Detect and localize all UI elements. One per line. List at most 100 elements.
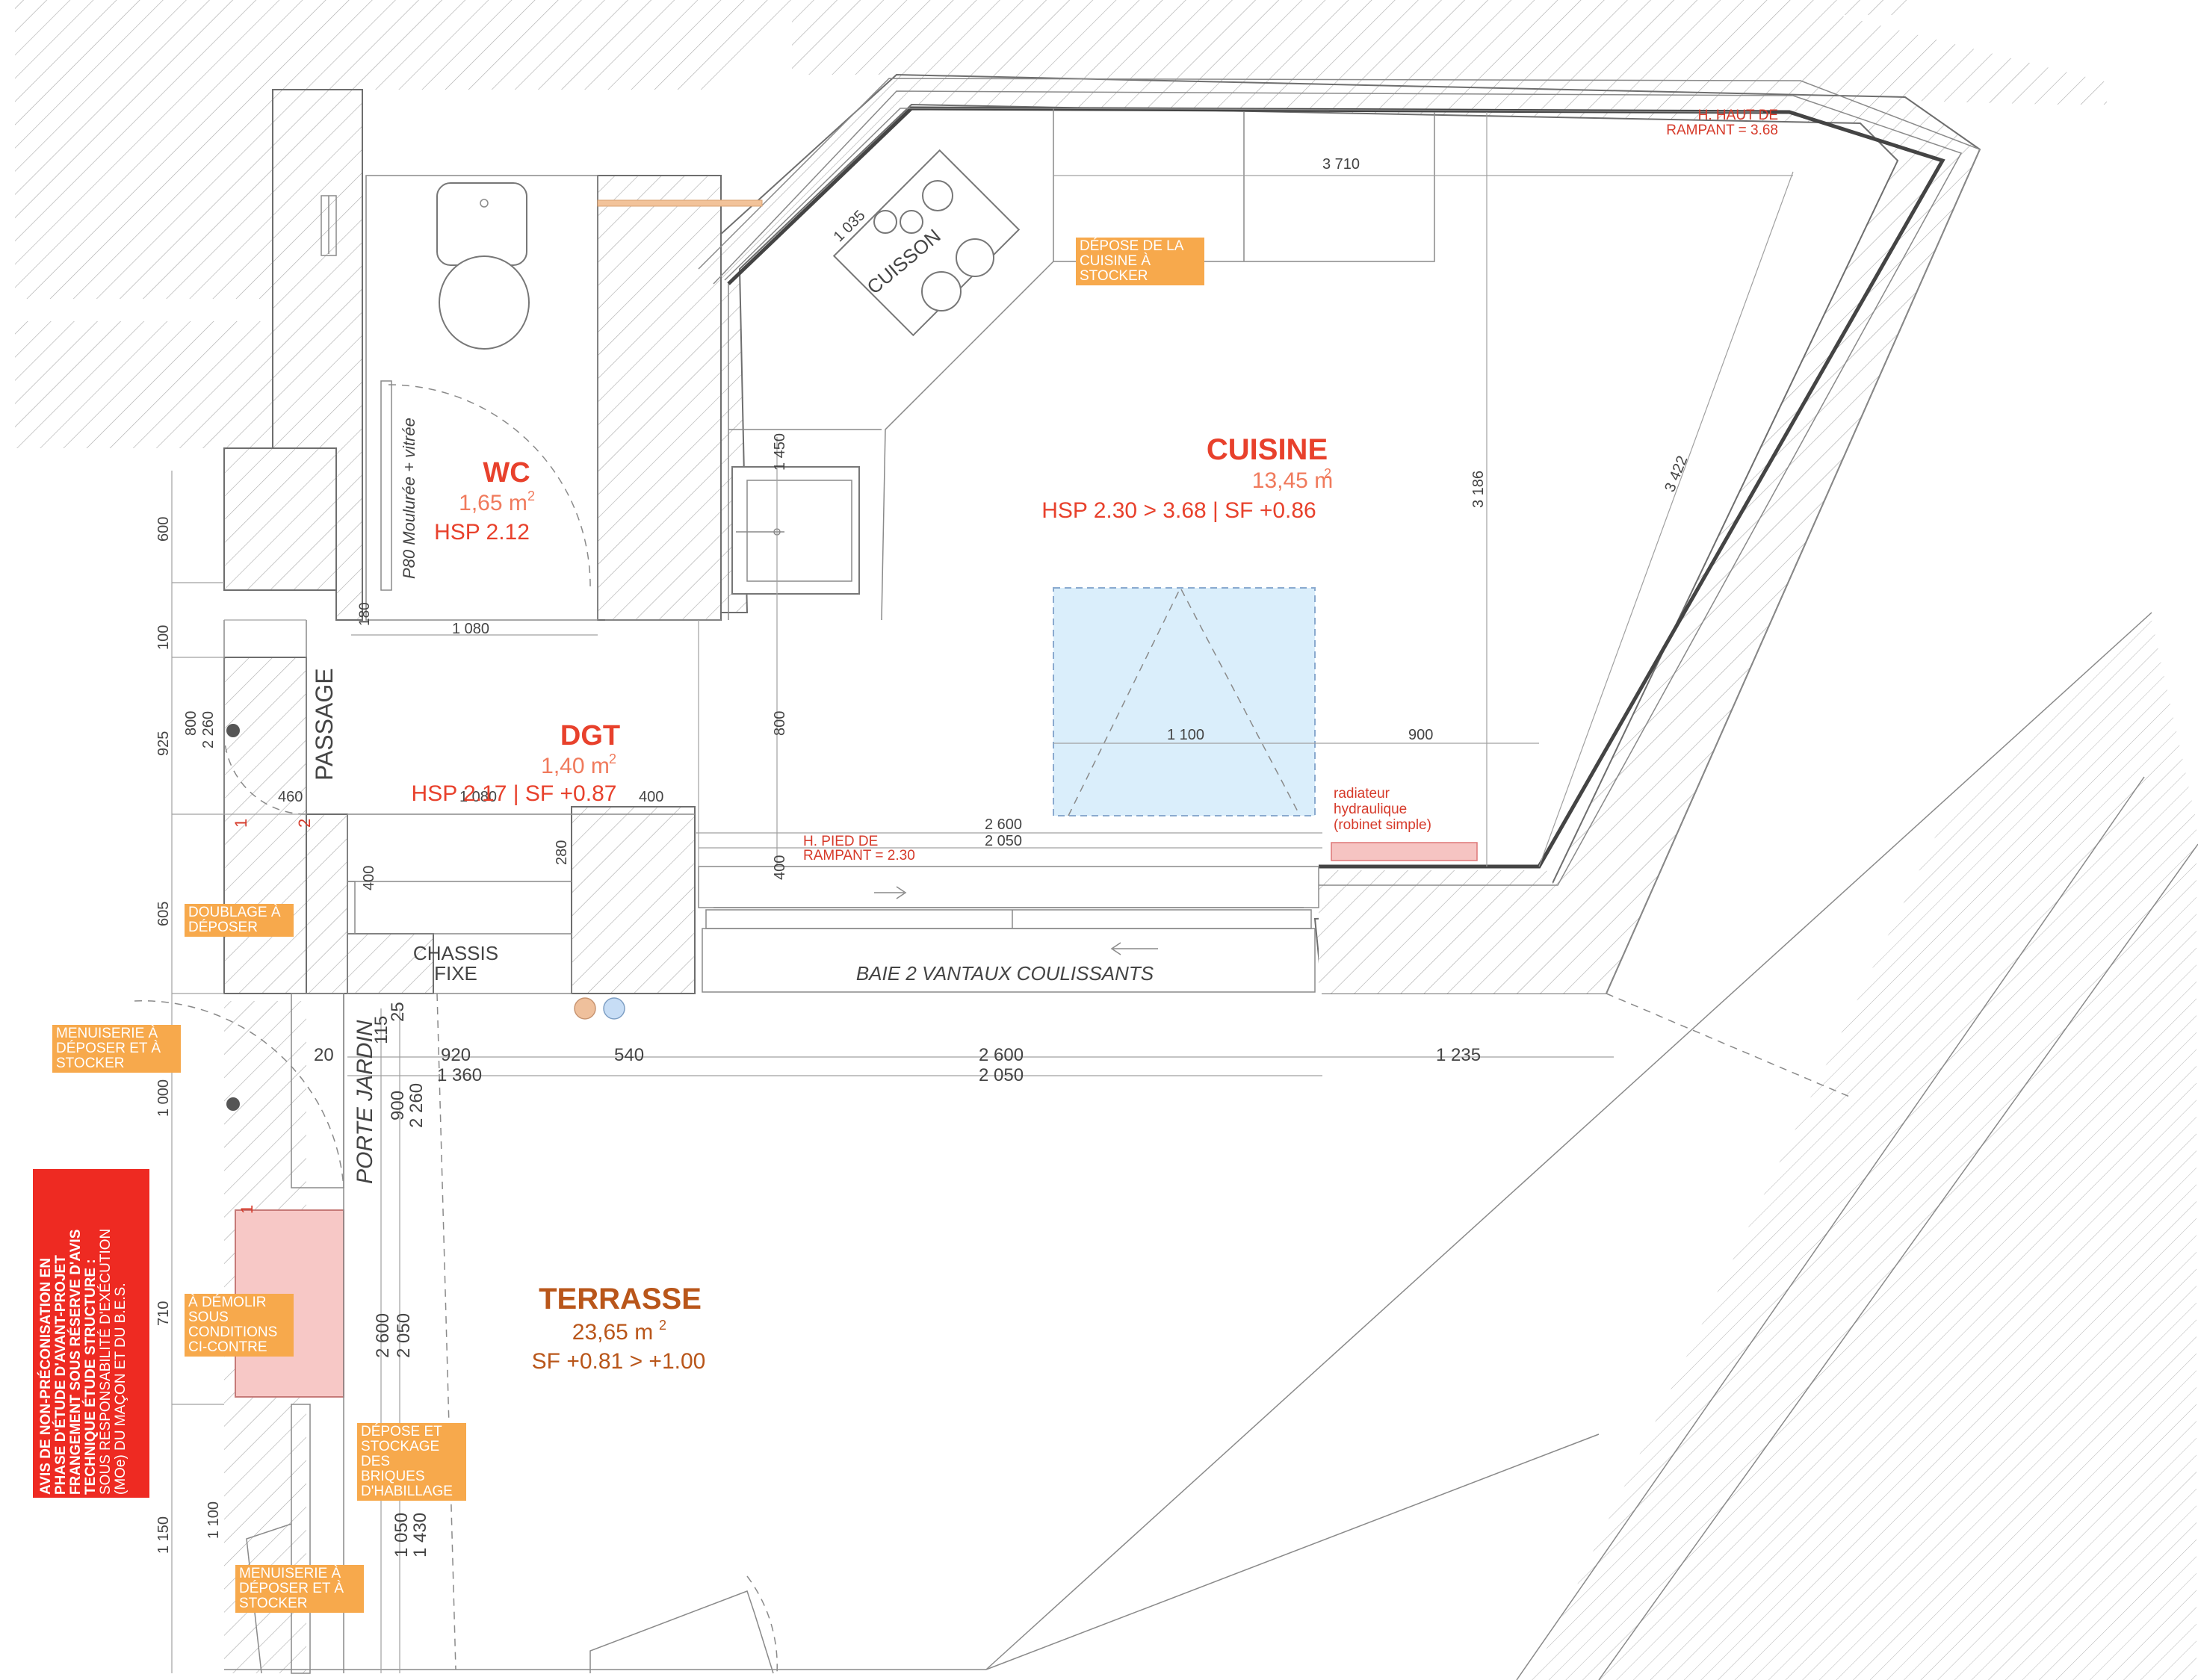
tag-demolir: À DÉMOLIR SOUS CONDITIONS CI-CONTRE — [185, 1294, 294, 1357]
label-passage: PASSAGE — [311, 668, 338, 781]
room-dgt-info: HSP 2.17 | SF +0.87 — [412, 781, 617, 806]
dimension-text: 3 710 1 035 1 450 3 186 3 422 1 080 180 … — [155, 156, 1691, 1557]
tag-depose-cuisine: DÉPOSE DE LA CUISINE À STOCKER — [1076, 238, 1204, 285]
dim-1080: 1 080 — [452, 621, 489, 637]
room-labels: WC 1,65 m 2 HSP 2.12 CUISINE 13,45 m 2 H… — [412, 433, 1334, 1374]
door-mark-2: 2 — [295, 819, 314, 828]
dim-1100b: 1 100 — [205, 1501, 222, 1539]
dim-2260b: 2 260 — [406, 1083, 427, 1128]
dim-900b: 900 — [388, 1091, 408, 1120]
tag-line: BRIQUES — [361, 1469, 425, 1484]
tag-line: DES — [361, 1454, 391, 1469]
room-cuisine-name: CUISINE — [1207, 433, 1328, 466]
note-radiateur-1: radiateur — [1334, 786, 1390, 802]
dim-2050a: 2 050 — [985, 833, 1022, 849]
dim-1430: 1 430 — [410, 1513, 430, 1557]
dim-3422: 3 422 — [1662, 453, 1691, 495]
tag-line: STOCKAGE — [361, 1439, 440, 1454]
wc-fixtures — [321, 175, 763, 621]
dim-1000: 1 000 — [155, 1079, 172, 1117]
tag-line: STOCKER — [56, 1056, 125, 1071]
tag-menuiserie-2: MENUISERIE À DÉPOSER ET À STOCKER — [235, 1565, 364, 1613]
room-wc-hsp: HSP 2.12 — [434, 520, 530, 545]
note-rampant-haut-1: H. HAUT DE — [1698, 108, 1778, 123]
kitchen-walls — [605, 78, 1981, 994]
dim-2260: 2 260 — [200, 711, 217, 748]
dim-400c: 400 — [361, 866, 377, 890]
dim-2050b: 2 050 — [979, 1065, 1024, 1085]
warning-line-1: AVIS DE NON-PRÉCONISATION EN — [38, 1257, 54, 1495]
tag-line: DÉPOSE ET — [361, 1424, 442, 1439]
dimension-lines — [171, 112, 1794, 1673]
dim-2600a: 2 600 — [985, 816, 1022, 833]
tag-depose-briques: DÉPOSE ET STOCKAGE DES BRIQUES D'HABILLA… — [357, 1423, 466, 1501]
structure-warning-text: AVIS DE NON-PRÉCONISATION EN PHASE D'ÉTU… — [38, 1181, 129, 1495]
dim-1235: 1 235 — [1436, 1045, 1481, 1065]
tag-line: SOUS — [188, 1309, 229, 1325]
room-dgt-area-exp: 2 — [609, 751, 616, 766]
dim-920: 920 — [441, 1045, 471, 1065]
dim-3710: 3 710 — [1322, 156, 1360, 173]
tag-line: DÉPOSER — [188, 920, 258, 935]
warning-line-3: FRANGEMENT SOUS RÉSERVE D'AVIS — [68, 1229, 84, 1495]
warning-line-2: PHASE D'ÉTUDE D'AVANT-PROJET — [53, 1255, 69, 1495]
room-wc-area-exp: 2 — [527, 489, 535, 503]
tag-line: DÉPOSER ET À — [56, 1041, 161, 1056]
door-mark-1b: 1 — [238, 1205, 256, 1214]
dim-710: 710 — [155, 1301, 172, 1326]
dim-280: 280 — [554, 840, 570, 865]
dgt-lines — [223, 619, 699, 934]
room-cuisine-info: HSP 2.30 > 3.68 | SF +0.86 — [1041, 498, 1316, 523]
warning-line-5: SOUS RESPONSABILITÉ D'EXÉCUTION — [98, 1228, 114, 1495]
dim-115: 115 — [371, 1016, 391, 1044]
dim-1080b: 1 080 — [459, 789, 497, 805]
windows — [347, 866, 1319, 1020]
dim-540: 540 — [614, 1045, 644, 1065]
note-rampant-haut-2: RAMPANT = 3.68 — [1666, 123, 1778, 138]
dim-800b: 800 — [183, 711, 199, 736]
note-rampant-pied-1: H. PIED DE — [803, 834, 878, 849]
tag-line: MENUISERIE À — [56, 1026, 158, 1041]
tag-line: CI-CONTRE — [188, 1339, 267, 1355]
note-radiateur-3: (robinet simple) — [1334, 817, 1431, 833]
dim-2600c: 2 600 — [373, 1313, 393, 1358]
dim-800: 800 — [772, 711, 788, 736]
room-terrasse-area-exp: 2 — [659, 1318, 666, 1333]
tag-line: STOCKER — [1080, 268, 1148, 284]
room-cuisine-area-exp: 2 — [1324, 466, 1331, 481]
note-rampant-pied-2: RAMPANT = 2.30 — [803, 848, 915, 864]
dim-100: 100 — [155, 625, 172, 650]
room-terrasse-name: TERRASSE — [539, 1283, 702, 1315]
label-fixe: FIXE — [434, 962, 477, 985]
tag-line: STOCKER — [239, 1596, 308, 1611]
label-baie: BAIE 2 VANTAUX COULISSANTS — [856, 962, 1154, 985]
dim-925: 925 — [155, 731, 172, 756]
dim-400a: 400 — [772, 855, 788, 880]
warning-line-4: TECHNIQUE ÉTUDE STRUCTURE : — [83, 1259, 99, 1495]
dim-400b: 400 — [639, 789, 663, 805]
room-cuisine-area: 13,45 m — [1252, 468, 1333, 493]
label-porte-jardin: PORTE JARDIN — [353, 1020, 377, 1184]
dim-3186: 3 186 — [1470, 471, 1487, 508]
dim-605: 605 — [155, 902, 172, 926]
room-wc-name: WC — [483, 457, 530, 489]
dim-180: 180 — [357, 602, 373, 626]
tag-doublage: DOUBLAGE À DÉPOSER — [185, 904, 294, 937]
tag-line: D'HABILLAGE — [361, 1484, 453, 1499]
red-notes: H. HAUT DE RAMPANT = 3.68 H. PIED DE RAM… — [803, 108, 1778, 864]
tag-line: DÉPOSE DE LA — [1080, 238, 1184, 254]
dim-2050c: 2 050 — [394, 1313, 414, 1358]
dim-1100: 1 100 — [1167, 727, 1204, 743]
tag-line: DÉPOSER ET À — [239, 1581, 344, 1596]
door-mark-1a: 1 — [232, 819, 250, 828]
structure-warning: AVIS DE NON-PRÉCONISATION EN PHASE D'ÉTU… — [33, 1169, 149, 1498]
dim-1360: 1 360 — [437, 1065, 482, 1085]
label-chassis: CHASSIS — [413, 942, 498, 964]
tag-menuiserie-1: MENUISERIE À DÉPOSER ET À STOCKER — [52, 1025, 181, 1073]
dim-1050: 1 050 — [391, 1513, 412, 1557]
kitchen-fixtures — [724, 108, 1764, 861]
room-terrasse-area: 23,65 m — [572, 1320, 653, 1345]
tag-line: À DÉMOLIR — [188, 1295, 267, 1310]
dim-2600b: 2 600 — [979, 1045, 1024, 1065]
